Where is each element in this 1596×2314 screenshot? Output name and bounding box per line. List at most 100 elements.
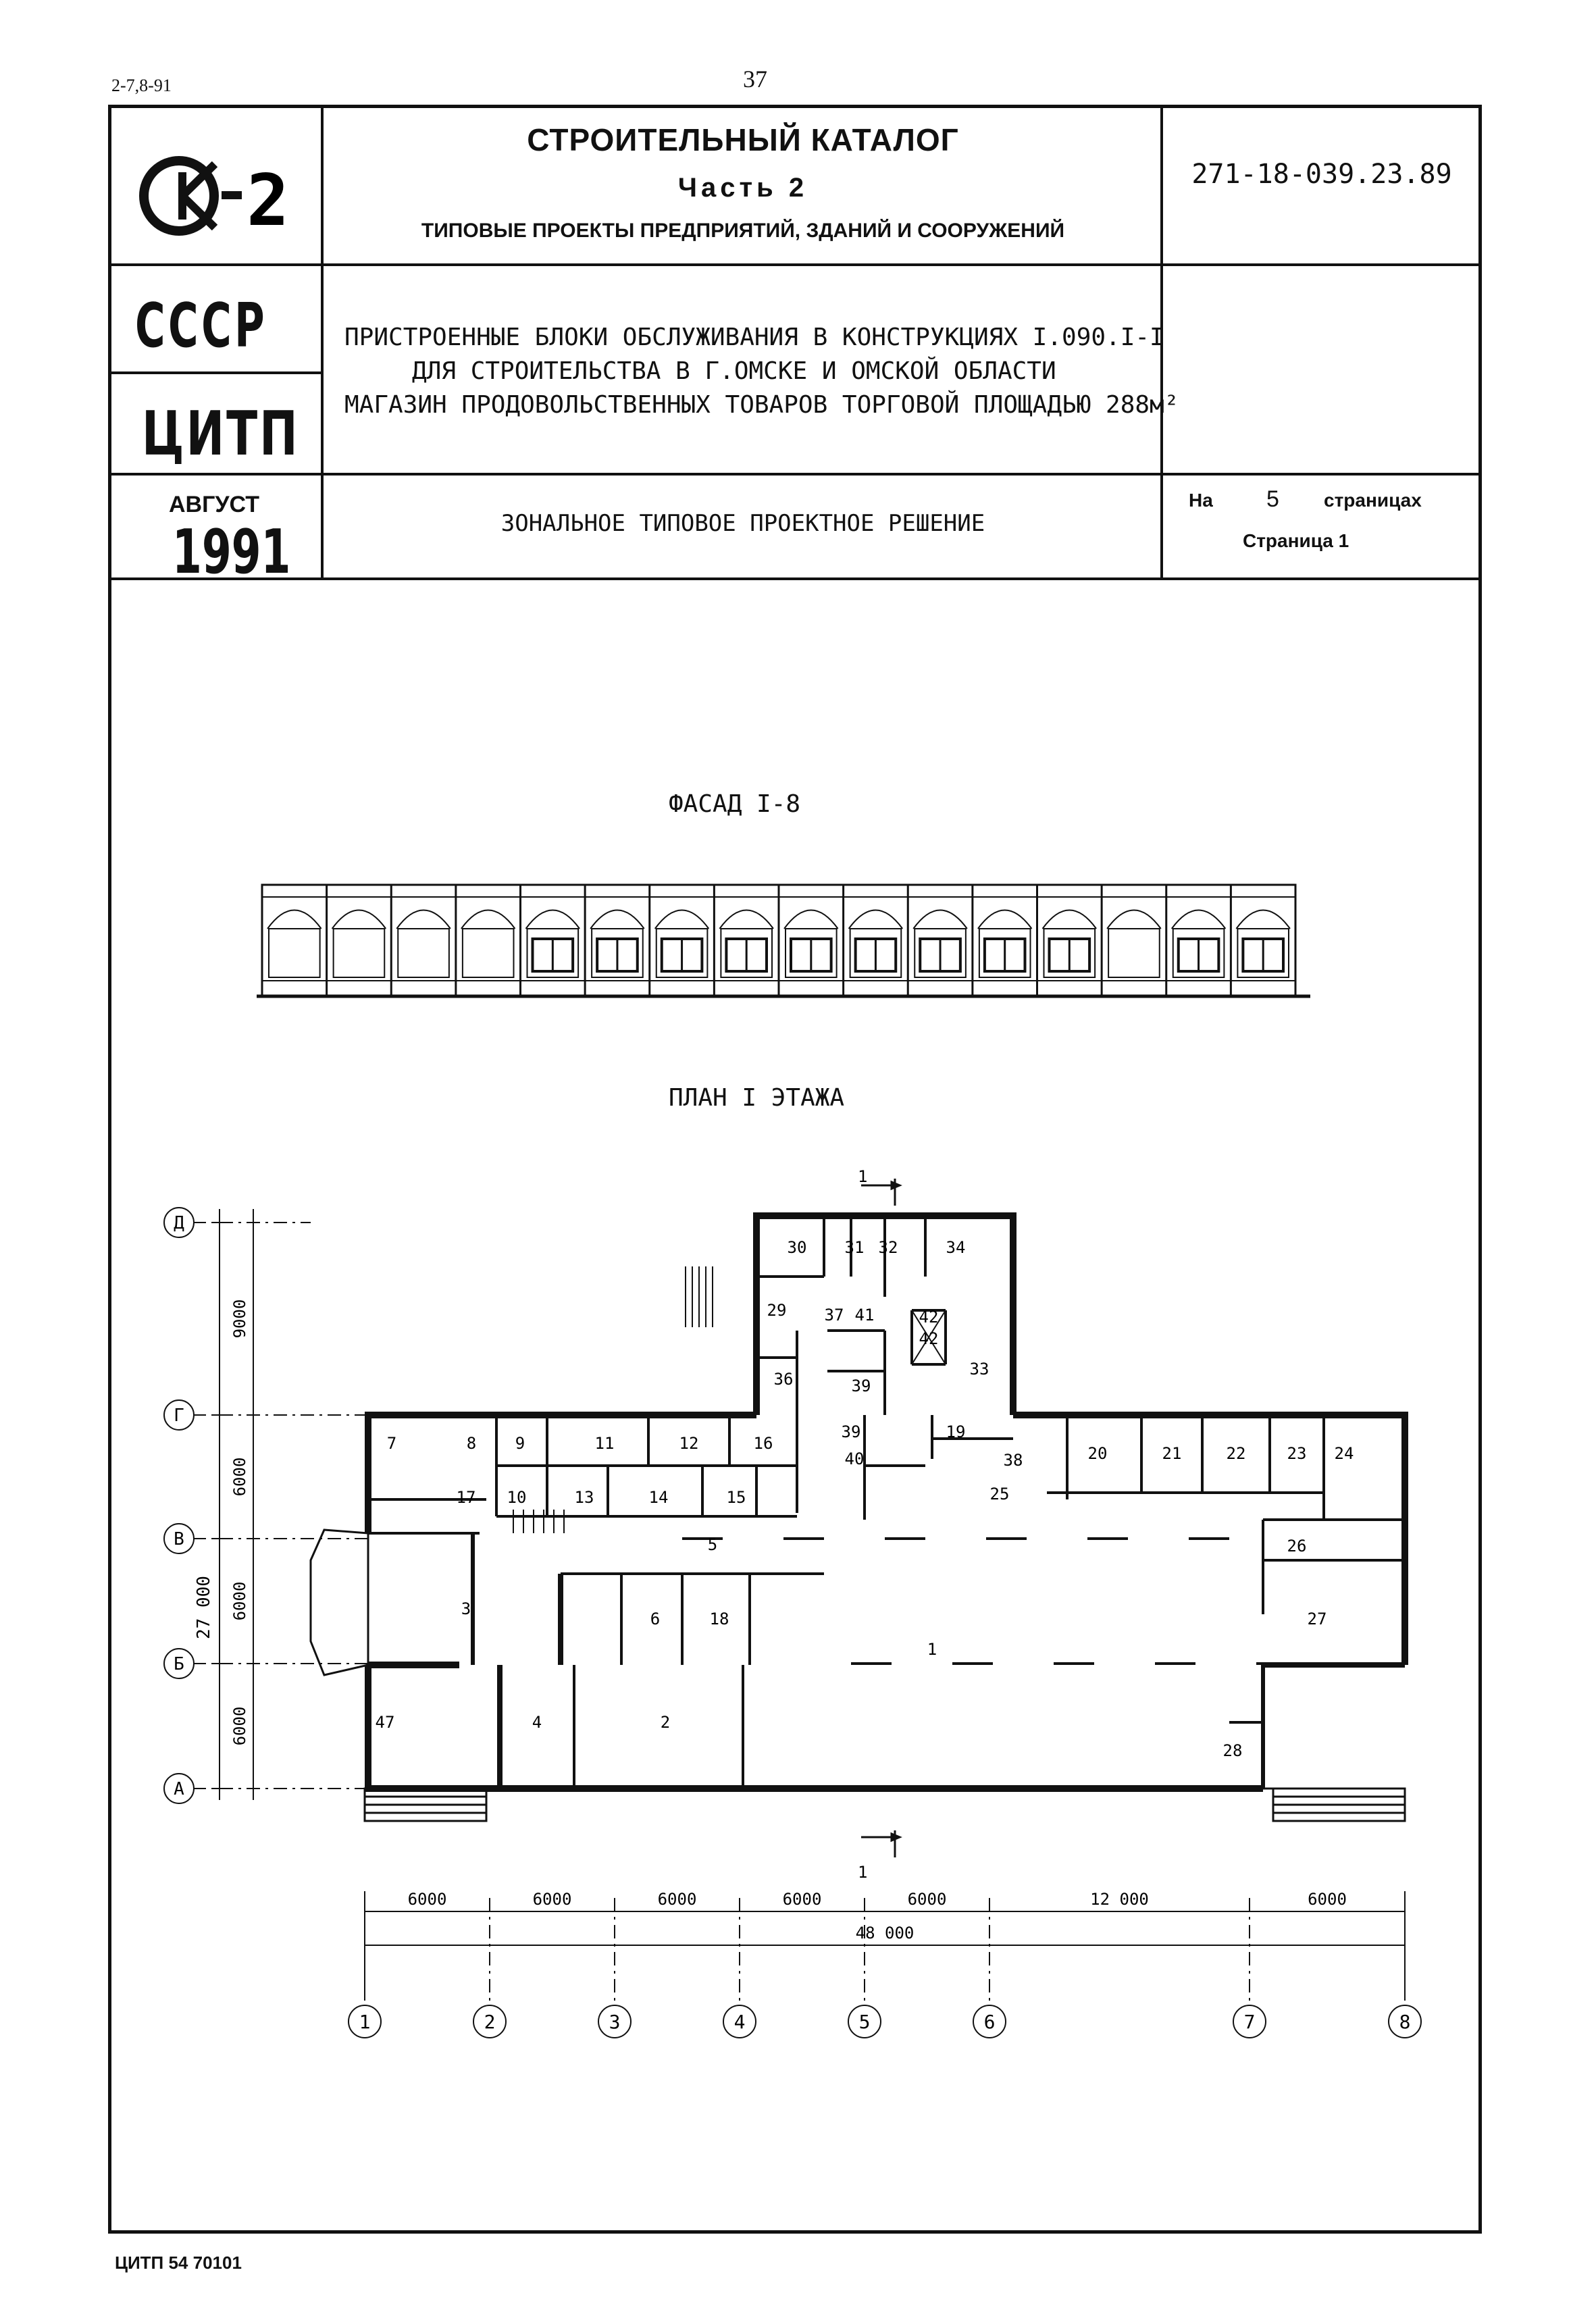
- row-dimension-label: 6000: [230, 1582, 249, 1621]
- room-number: 18: [710, 1610, 729, 1628]
- room-number: 36: [774, 1370, 794, 1389]
- pages-suffix: страницах: [1324, 490, 1422, 511]
- section-label-top: 1: [858, 1167, 867, 1186]
- column-dimension-label: 6000: [783, 1890, 822, 1909]
- room-number: 39: [842, 1422, 861, 1441]
- column-dimension-label: 6000: [908, 1890, 947, 1909]
- room-number: 8: [467, 1434, 476, 1453]
- facade-bay: [1100, 885, 1162, 996]
- row-axis-lines: [192, 1209, 371, 1800]
- row-dimension-label: 6000: [230, 1707, 249, 1746]
- column-dimension-label: 6000: [658, 1890, 697, 1909]
- walls: [365, 1212, 1408, 1792]
- room-number: 1: [927, 1640, 937, 1659]
- column-axis-label: 7: [1244, 2011, 1256, 2033]
- column-axis-label: 4: [734, 2011, 746, 2033]
- room-number: 29: [767, 1301, 787, 1320]
- room-number: 47: [376, 1713, 395, 1732]
- facade-bays: [261, 885, 1291, 996]
- divider: [108, 263, 1482, 266]
- column-axis-label: 1: [359, 2011, 371, 2033]
- facade-bay: [713, 885, 774, 996]
- room-number: 32: [879, 1238, 898, 1257]
- divider: [1160, 105, 1163, 577]
- row-axis-label: Д: [174, 1213, 184, 1233]
- room-number: 31: [845, 1238, 865, 1257]
- catalog-subtitle: ТИПОВЫЕ ПРОЕКТЫ ПРЕДПРИЯТИЙ, ЗДАНИЙ И СО…: [421, 220, 1065, 242]
- facade-bay: [648, 885, 710, 996]
- section-label-bottom: 1: [858, 1863, 867, 1882]
- column-axis-marker: [1233, 2005, 1266, 2038]
- facade-bay: [1165, 885, 1227, 996]
- room-number: 9: [515, 1434, 525, 1453]
- catalog-part: Часть 2: [677, 173, 808, 203]
- column-dimension-label: 6000: [408, 1890, 447, 1909]
- issue-month: АВГУСТ: [169, 492, 260, 517]
- room-number: 42: [919, 1308, 939, 1327]
- column-axis-marker: [473, 2005, 507, 2038]
- column-axis-marker: [1388, 2005, 1422, 2038]
- column-axis-label: 8: [1399, 2011, 1411, 2033]
- row-total-dimension: 27 000: [194, 1576, 214, 1639]
- page-number: 37: [743, 66, 767, 93]
- room-number: 2: [661, 1713, 670, 1732]
- facade-bay: [842, 885, 904, 996]
- room-number: 5: [708, 1535, 717, 1554]
- divider: [108, 371, 321, 374]
- divider: [108, 473, 1482, 475]
- country-label: СССР: [135, 290, 268, 361]
- room-number: 39: [852, 1377, 871, 1395]
- column-axis-marker: [848, 2005, 881, 2038]
- room-number: 19: [946, 1422, 966, 1441]
- room-number: 4: [532, 1713, 542, 1732]
- project-line-2: ДЛЯ СТРОИТЕЛЬСТВА В Г.ОМСКЕ И ОМСКОЙ ОБЛ…: [412, 357, 1056, 385]
- row-axis-marker: [163, 1523, 195, 1554]
- decision-title: ЗОНАЛЬНОЕ ТИПОВОЕ ПРОЕКТНОЕ РЕШЕНИЕ: [500, 510, 985, 537]
- org-label: ЦИТП: [142, 398, 300, 469]
- room-number: 42: [919, 1329, 939, 1348]
- row-axis-marker: [163, 1648, 195, 1679]
- row-axis-label: А: [174, 1779, 184, 1799]
- section-marks: [861, 1179, 902, 1857]
- facade-bay: [390, 885, 451, 996]
- column-axis-label: 5: [859, 2011, 871, 2033]
- facade-bay: [906, 885, 968, 996]
- project-line-1: ПРИСТРОЕННЫЕ БЛОКИ ОБСЛУЖИВАНИЯ В КОНСТР…: [344, 324, 1164, 351]
- room-number: 38: [1004, 1451, 1023, 1470]
- footer-code: ЦИТП 54 70101: [115, 2253, 242, 2273]
- facade-bay: [519, 885, 580, 996]
- sheet-code: 2-7,8-91: [111, 76, 172, 95]
- divider: [108, 577, 1482, 580]
- row-axis-marker: [163, 1207, 195, 1238]
- issue-year: 1991: [172, 517, 291, 588]
- room-number: 15: [727, 1488, 746, 1507]
- column-dimension-label: 6000: [533, 1890, 572, 1909]
- facade-bay: [1229, 885, 1291, 996]
- room-number: 3: [461, 1599, 471, 1618]
- row-axis-marker: [163, 1773, 195, 1804]
- divider: [321, 105, 324, 577]
- row-dimension-label: 9000: [230, 1300, 249, 1339]
- facade-bay: [777, 885, 839, 996]
- room-number: 27: [1308, 1610, 1327, 1628]
- room-number: 28: [1223, 1741, 1243, 1760]
- room-number: 37: [825, 1306, 844, 1325]
- sk2-logo: 2: [135, 145, 311, 266]
- facade-bay: [1036, 885, 1097, 996]
- col-total-dimension: 48 000: [856, 1924, 915, 1943]
- room-number: 7: [387, 1434, 396, 1453]
- room-number: 20: [1088, 1444, 1108, 1463]
- column-axis-marker: [973, 2005, 1006, 2038]
- room-number: 26: [1287, 1537, 1307, 1555]
- row-axis-label: Г: [174, 1406, 184, 1426]
- room-number: 10: [507, 1488, 527, 1507]
- column-dimension-label: 12 000: [1090, 1890, 1149, 1909]
- row-axis-label: Б: [174, 1654, 184, 1674]
- room-number: 25: [990, 1485, 1010, 1503]
- pages-count: 5: [1266, 486, 1279, 512]
- document-code: 271-18-039.23.89: [1191, 159, 1452, 190]
